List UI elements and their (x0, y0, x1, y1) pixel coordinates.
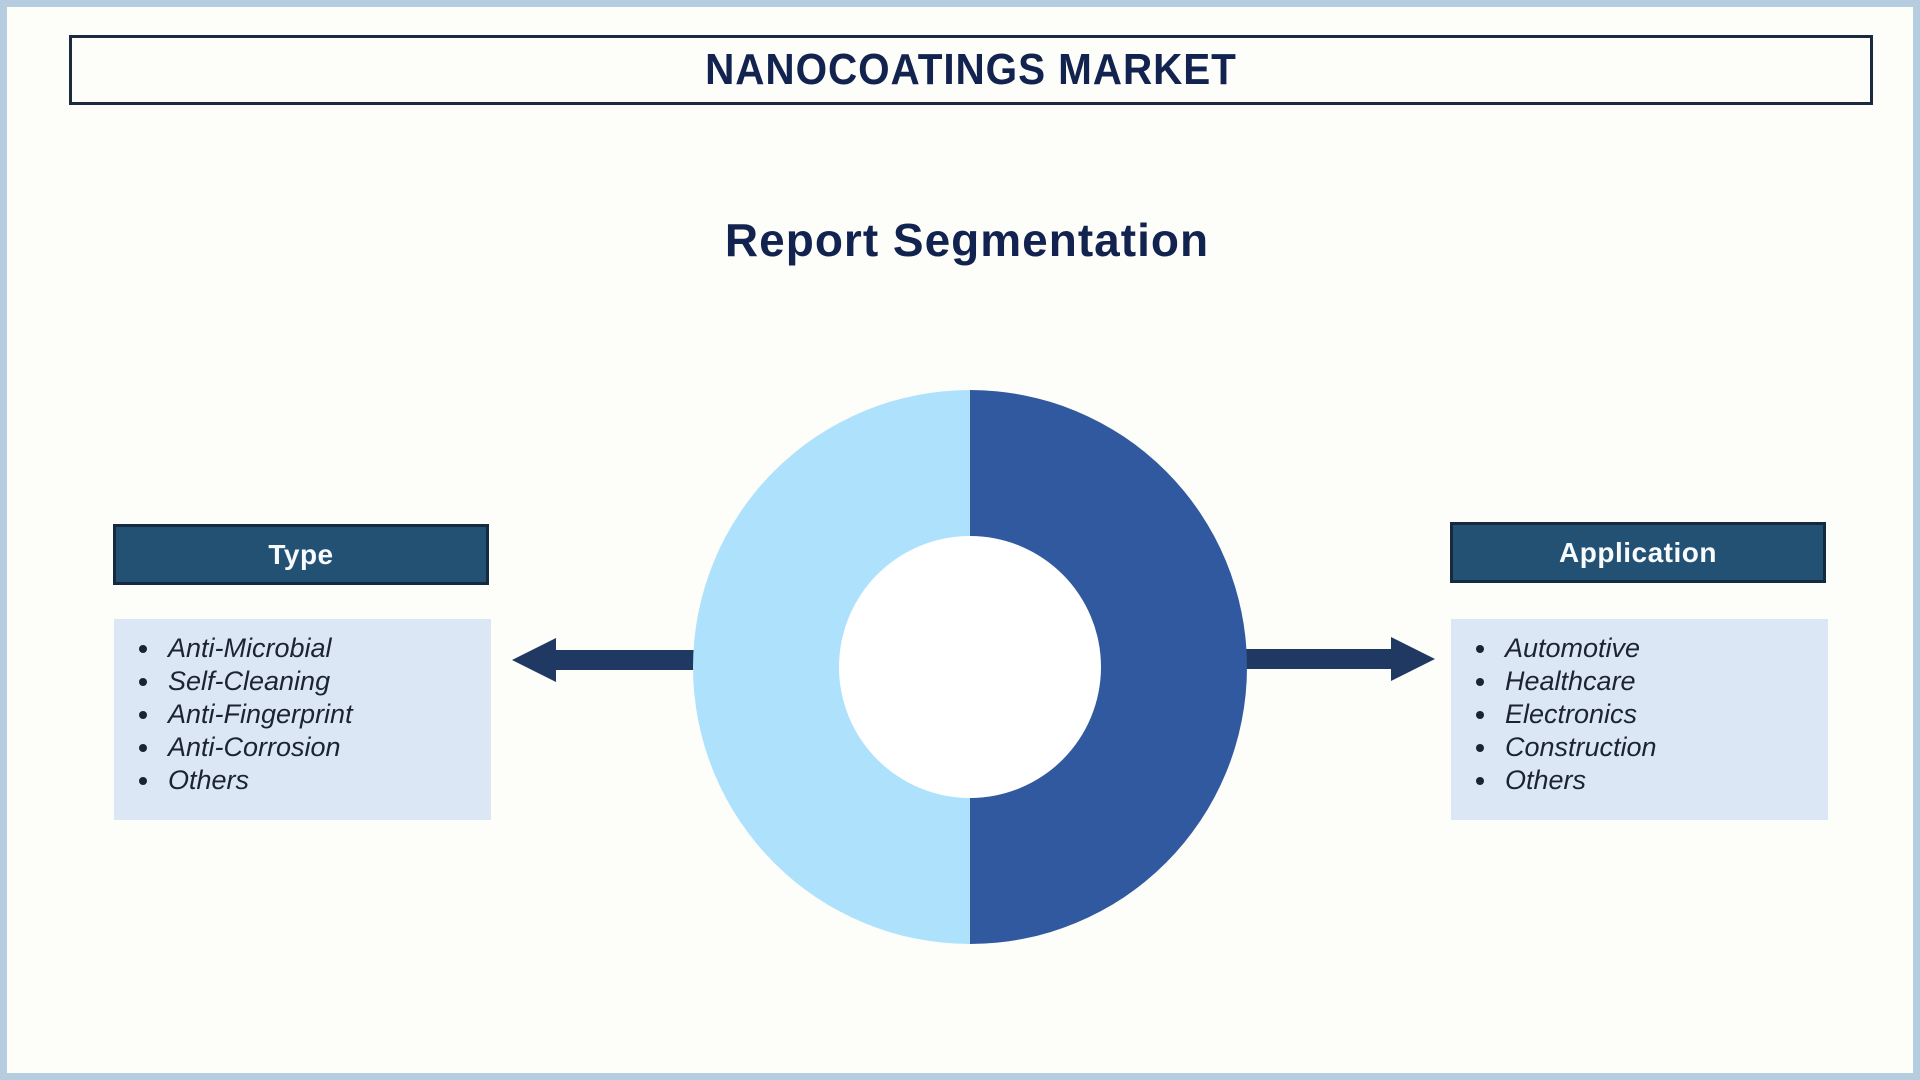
left-arrow-shaft (556, 650, 707, 670)
list-item: Self-Cleaning (162, 665, 481, 698)
application-items: Automotive Healthcare Electronics Constr… (1465, 632, 1818, 797)
list-item: Healthcare (1499, 665, 1818, 698)
right-arrow-icon (1245, 637, 1435, 681)
list-item: Others (162, 764, 481, 797)
list-item: Automotive (1499, 632, 1818, 665)
list-item: Anti-Microbial (162, 632, 481, 665)
application-panel-header: Application (1450, 522, 1826, 583)
type-items: Anti-Microbial Self-Cleaning Anti-Finger… (128, 632, 481, 797)
title-bar: NANOCOATINGS MARKET (69, 35, 1873, 105)
left-arrowhead-icon (512, 638, 556, 682)
type-panel-list: Anti-Microbial Self-Cleaning Anti-Finger… (114, 619, 491, 820)
page-title: NANOCOATINGS MARKET (705, 45, 1237, 94)
donut-hole (839, 536, 1101, 798)
section-heading: Report Segmentation (724, 214, 1210, 266)
list-item: Construction (1499, 731, 1818, 764)
type-panel-title: Type (268, 538, 334, 570)
list-item: Others (1499, 764, 1818, 797)
list-item: Anti-Corrosion (162, 731, 481, 764)
list-item: Anti-Fingerprint (162, 698, 481, 731)
right-arrowhead-icon (1391, 637, 1435, 681)
left-arrow-icon (512, 638, 707, 682)
application-panel-list: Automotive Healthcare Electronics Constr… (1451, 619, 1828, 820)
list-item: Electronics (1499, 698, 1818, 731)
application-panel-title: Application (1559, 536, 1717, 568)
type-panel-header: Type (113, 524, 489, 585)
right-arrow-shaft (1245, 649, 1391, 669)
